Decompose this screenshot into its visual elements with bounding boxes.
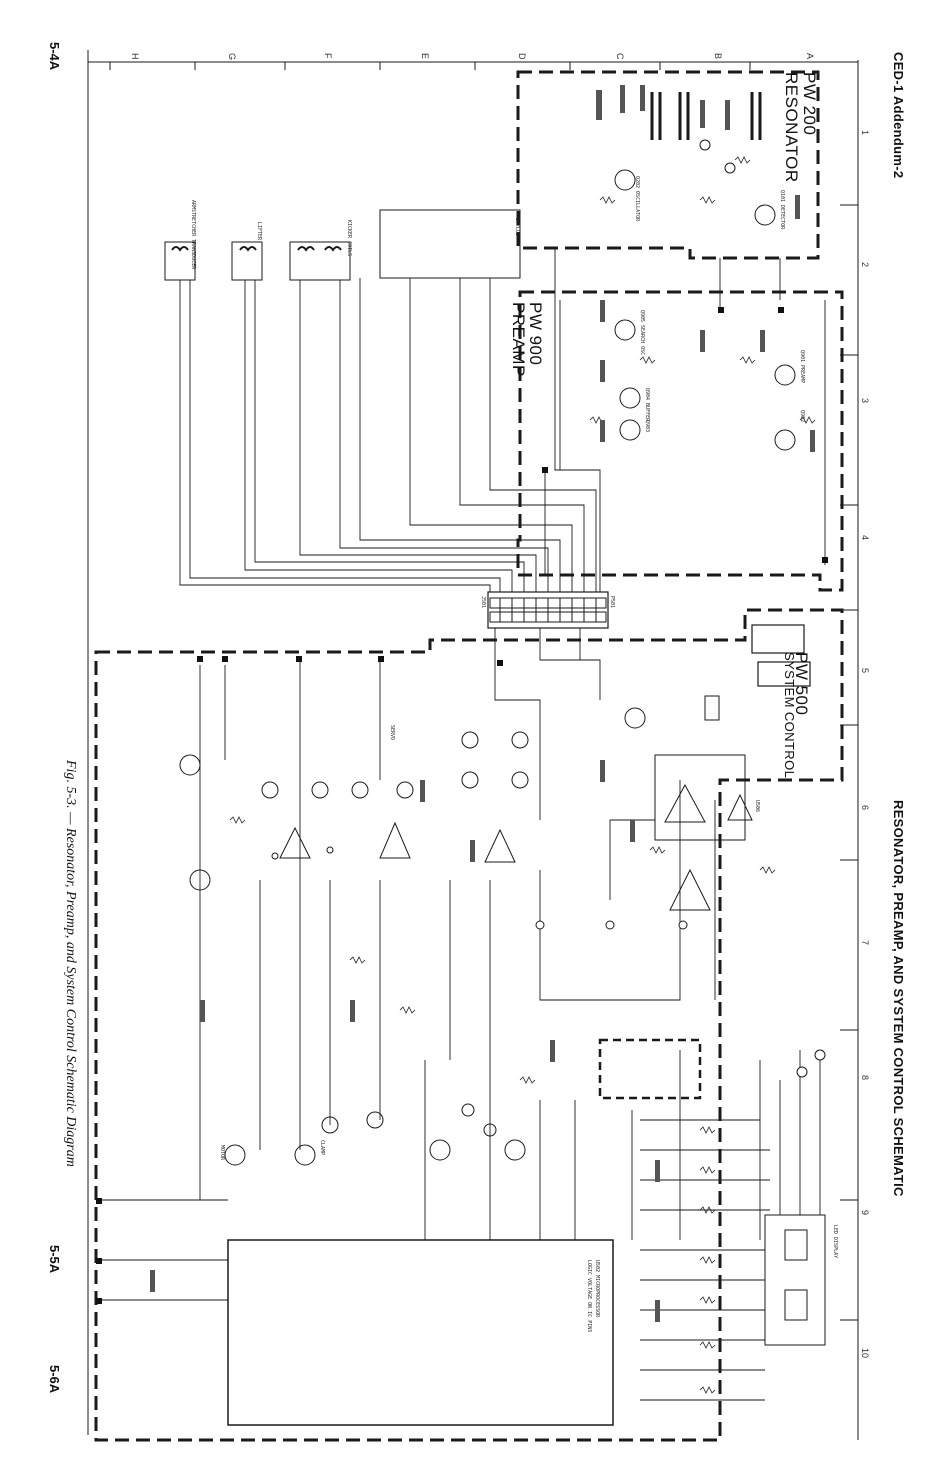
q904-label: Q904 BUFFER (644, 388, 650, 422)
preamp-boundary (516, 290, 844, 592)
microprocessor-label: U502 MICROPROCESSOR (594, 1260, 600, 1318)
row-label-a: A (805, 53, 815, 60)
col-label-3: 3 (860, 398, 870, 404)
led-display-label: LED DISPLAY (832, 1225, 838, 1259)
armstretcher-label: ARMSTRETCHER TRANSDUCER (190, 200, 196, 270)
junctions (96, 307, 828, 1304)
stylus-transducer-boxes (164, 209, 521, 281)
led-display-box (764, 1214, 826, 1346)
resonator-title-1: PW 200 (800, 72, 819, 136)
kicker-coils-label: KICKER COILS (346, 220, 352, 257)
preamp-title-2: PREAMP (509, 302, 528, 377)
q901-label: Q901 PREAMP (799, 350, 805, 384)
q202-label: Q202 OSCILLATOR (634, 176, 640, 222)
u506-label: U506 (754, 800, 760, 813)
col-label-7: 7 (860, 940, 870, 946)
system-title-2: SYSTEM CONTROL (782, 652, 797, 779)
led-digit-2 (784, 1289, 808, 1321)
motor-label: MOTOR (219, 1145, 225, 1161)
wiring-runs (179, 248, 826, 592)
col-label-10: 10 (860, 1348, 870, 1359)
transistors (179, 169, 796, 1166)
u506-ic (654, 754, 746, 841)
row-label-d: D (517, 53, 527, 60)
row-label-c: C (615, 53, 625, 60)
coil-symbols (171, 246, 342, 252)
j501-label: J501 (480, 596, 486, 609)
row-ticks (109, 62, 751, 70)
stylus-label: STYLUS (514, 218, 520, 237)
system-control-boundary (94, 608, 844, 1442)
page-number-left: 5-4A (47, 42, 62, 71)
system-top-connectors (704, 624, 811, 721)
document-id: CED-1 Addendum-2 (891, 52, 906, 179)
led-digit-1 (784, 1229, 808, 1261)
op-amps (279, 783, 753, 911)
col-label-1: 1 (860, 130, 870, 136)
col-label-8: 8 (860, 1075, 870, 1081)
preamp-title-1: PW 900 (526, 302, 545, 366)
servo-label: SERVO (389, 725, 395, 741)
clamp-label: CLAMP (319, 1140, 325, 1156)
connector-block (487, 591, 609, 629)
resonator-boundary (516, 70, 820, 260)
resistors (229, 156, 816, 1394)
col-label-4: 4 (860, 535, 870, 541)
microprocessor-ic (227, 1239, 614, 1426)
figure-caption: Fig. 5-3. — Resonator, Preamp, and Syste… (63, 760, 78, 1167)
page-number-mid: 5-5A (47, 1245, 62, 1274)
switch-subbox (598, 1038, 702, 1100)
col-label-2: 2 (860, 262, 870, 268)
row-label-g: G (227, 53, 237, 61)
logic-note-label: LOGIC VOLTAGE ON IC PINS (586, 1260, 592, 1333)
q101-label: Q101 DETECTOR (779, 190, 785, 230)
schematic-title: RESONATOR, PREAMP, AND SYSTEM CONTROL SC… (891, 800, 906, 1197)
row-label-b: B (713, 53, 723, 60)
p501-label: P501 (609, 596, 615, 609)
q902-label: Q902 (799, 410, 805, 423)
test-points (271, 139, 826, 1078)
system-wiring (100, 628, 821, 1401)
col-label-5: 5 (860, 668, 870, 674)
col-label-6: 6 (860, 805, 870, 811)
row-label-f: F (323, 53, 333, 59)
resonator-coils (650, 92, 762, 140)
component-marks (150, 85, 815, 1322)
lifter-label: LIFTER (256, 222, 262, 241)
row-label-e: E (420, 53, 430, 60)
page-number-right: 5-6A (47, 1365, 62, 1394)
col-label-9: 9 (860, 1210, 870, 1216)
q905-label: Q905 SEARCH OSC (639, 310, 645, 356)
row-label-h: H (130, 53, 140, 60)
resonator-title-2: RESONATOR (782, 72, 801, 183)
q903-label: Q903 (644, 420, 650, 433)
